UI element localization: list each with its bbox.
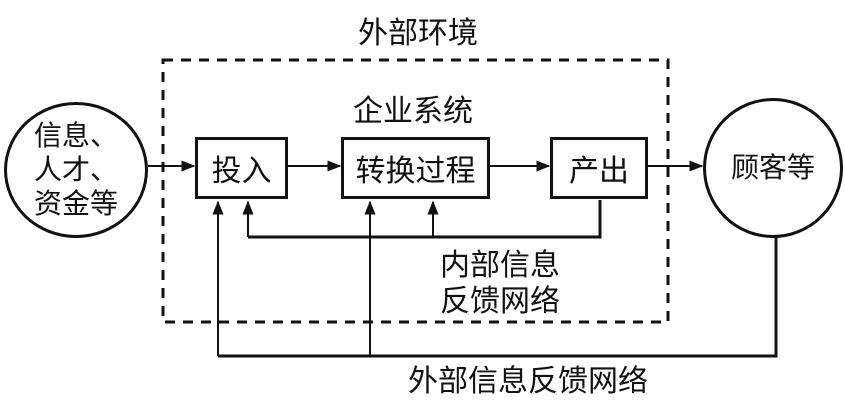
input-source-node: 信息、 人才、 资金等	[4, 102, 148, 238]
customer-node: 顾客等	[703, 98, 843, 238]
input-source-line: 资金等	[33, 187, 118, 220]
enterprise-system-label: 企业系统	[353, 94, 473, 129]
process-box: 转换过程	[341, 137, 490, 199]
internal-feedback-line-2: 反馈网络	[440, 284, 560, 319]
output-box: 产出	[550, 137, 648, 199]
customer-label: 顾客等	[730, 151, 815, 184]
internal-feedback-line-1: 内部信息	[440, 248, 560, 283]
input-source-line: 人才、	[33, 153, 118, 186]
external-environment-boundary	[161, 58, 670, 324]
external-feedback-line	[218, 236, 778, 358]
internal-feedback-line	[248, 200, 602, 239]
input-box: 投入	[195, 137, 288, 199]
internal-feedback-label: 内部信息 反馈网络	[440, 248, 560, 320]
external-feedback-label: 外部信息反馈网络	[408, 364, 648, 399]
external-environment-label: 外部环境	[358, 16, 478, 51]
input-source-line: 信息、	[33, 119, 118, 152]
